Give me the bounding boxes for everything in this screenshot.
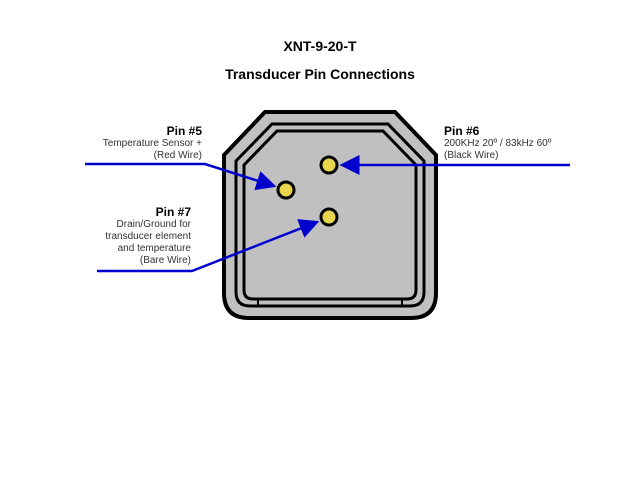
pin5-callout: Pin #5 Temperature Sensor + (Red Wire) <box>103 124 202 162</box>
pin6-wire-color: (Black Wire) <box>444 150 499 161</box>
pin6-label: Pin #6 <box>444 124 480 138</box>
pin6-contact <box>319 155 339 175</box>
pin7-wire <box>97 219 320 273</box>
diagram-title: XNT-9-20-T <box>283 38 357 54</box>
pin6-callout: Pin #6 200KHz 20º / 83kHz 60º (Black Wir… <box>444 124 551 162</box>
pin7-contact <box>319 207 339 227</box>
pin7-wire-color: (Bare Wire) <box>139 255 191 266</box>
pin7-desc-3: and temperature <box>117 243 191 254</box>
pin7-desc-1: Drain/Ground for <box>116 219 191 230</box>
diagram-subtitle: Transducer Pin Connections <box>225 66 415 82</box>
pin6-desc: 200KHz 20º / 83kHz 60º <box>444 138 552 149</box>
pin7-callout: Pin #7 Drain/Ground for transducer eleme… <box>105 205 191 267</box>
pin5-label: Pin #5 <box>166 124 202 138</box>
pin5-contact <box>276 180 296 200</box>
pin7-label: Pin #7 <box>155 205 191 219</box>
pin7-desc-2: transducer element <box>105 231 191 242</box>
pin5-wire <box>85 162 277 191</box>
pin5-wire-color: (Red Wire) <box>153 150 202 161</box>
pin5-desc: Temperature Sensor + <box>102 138 202 149</box>
